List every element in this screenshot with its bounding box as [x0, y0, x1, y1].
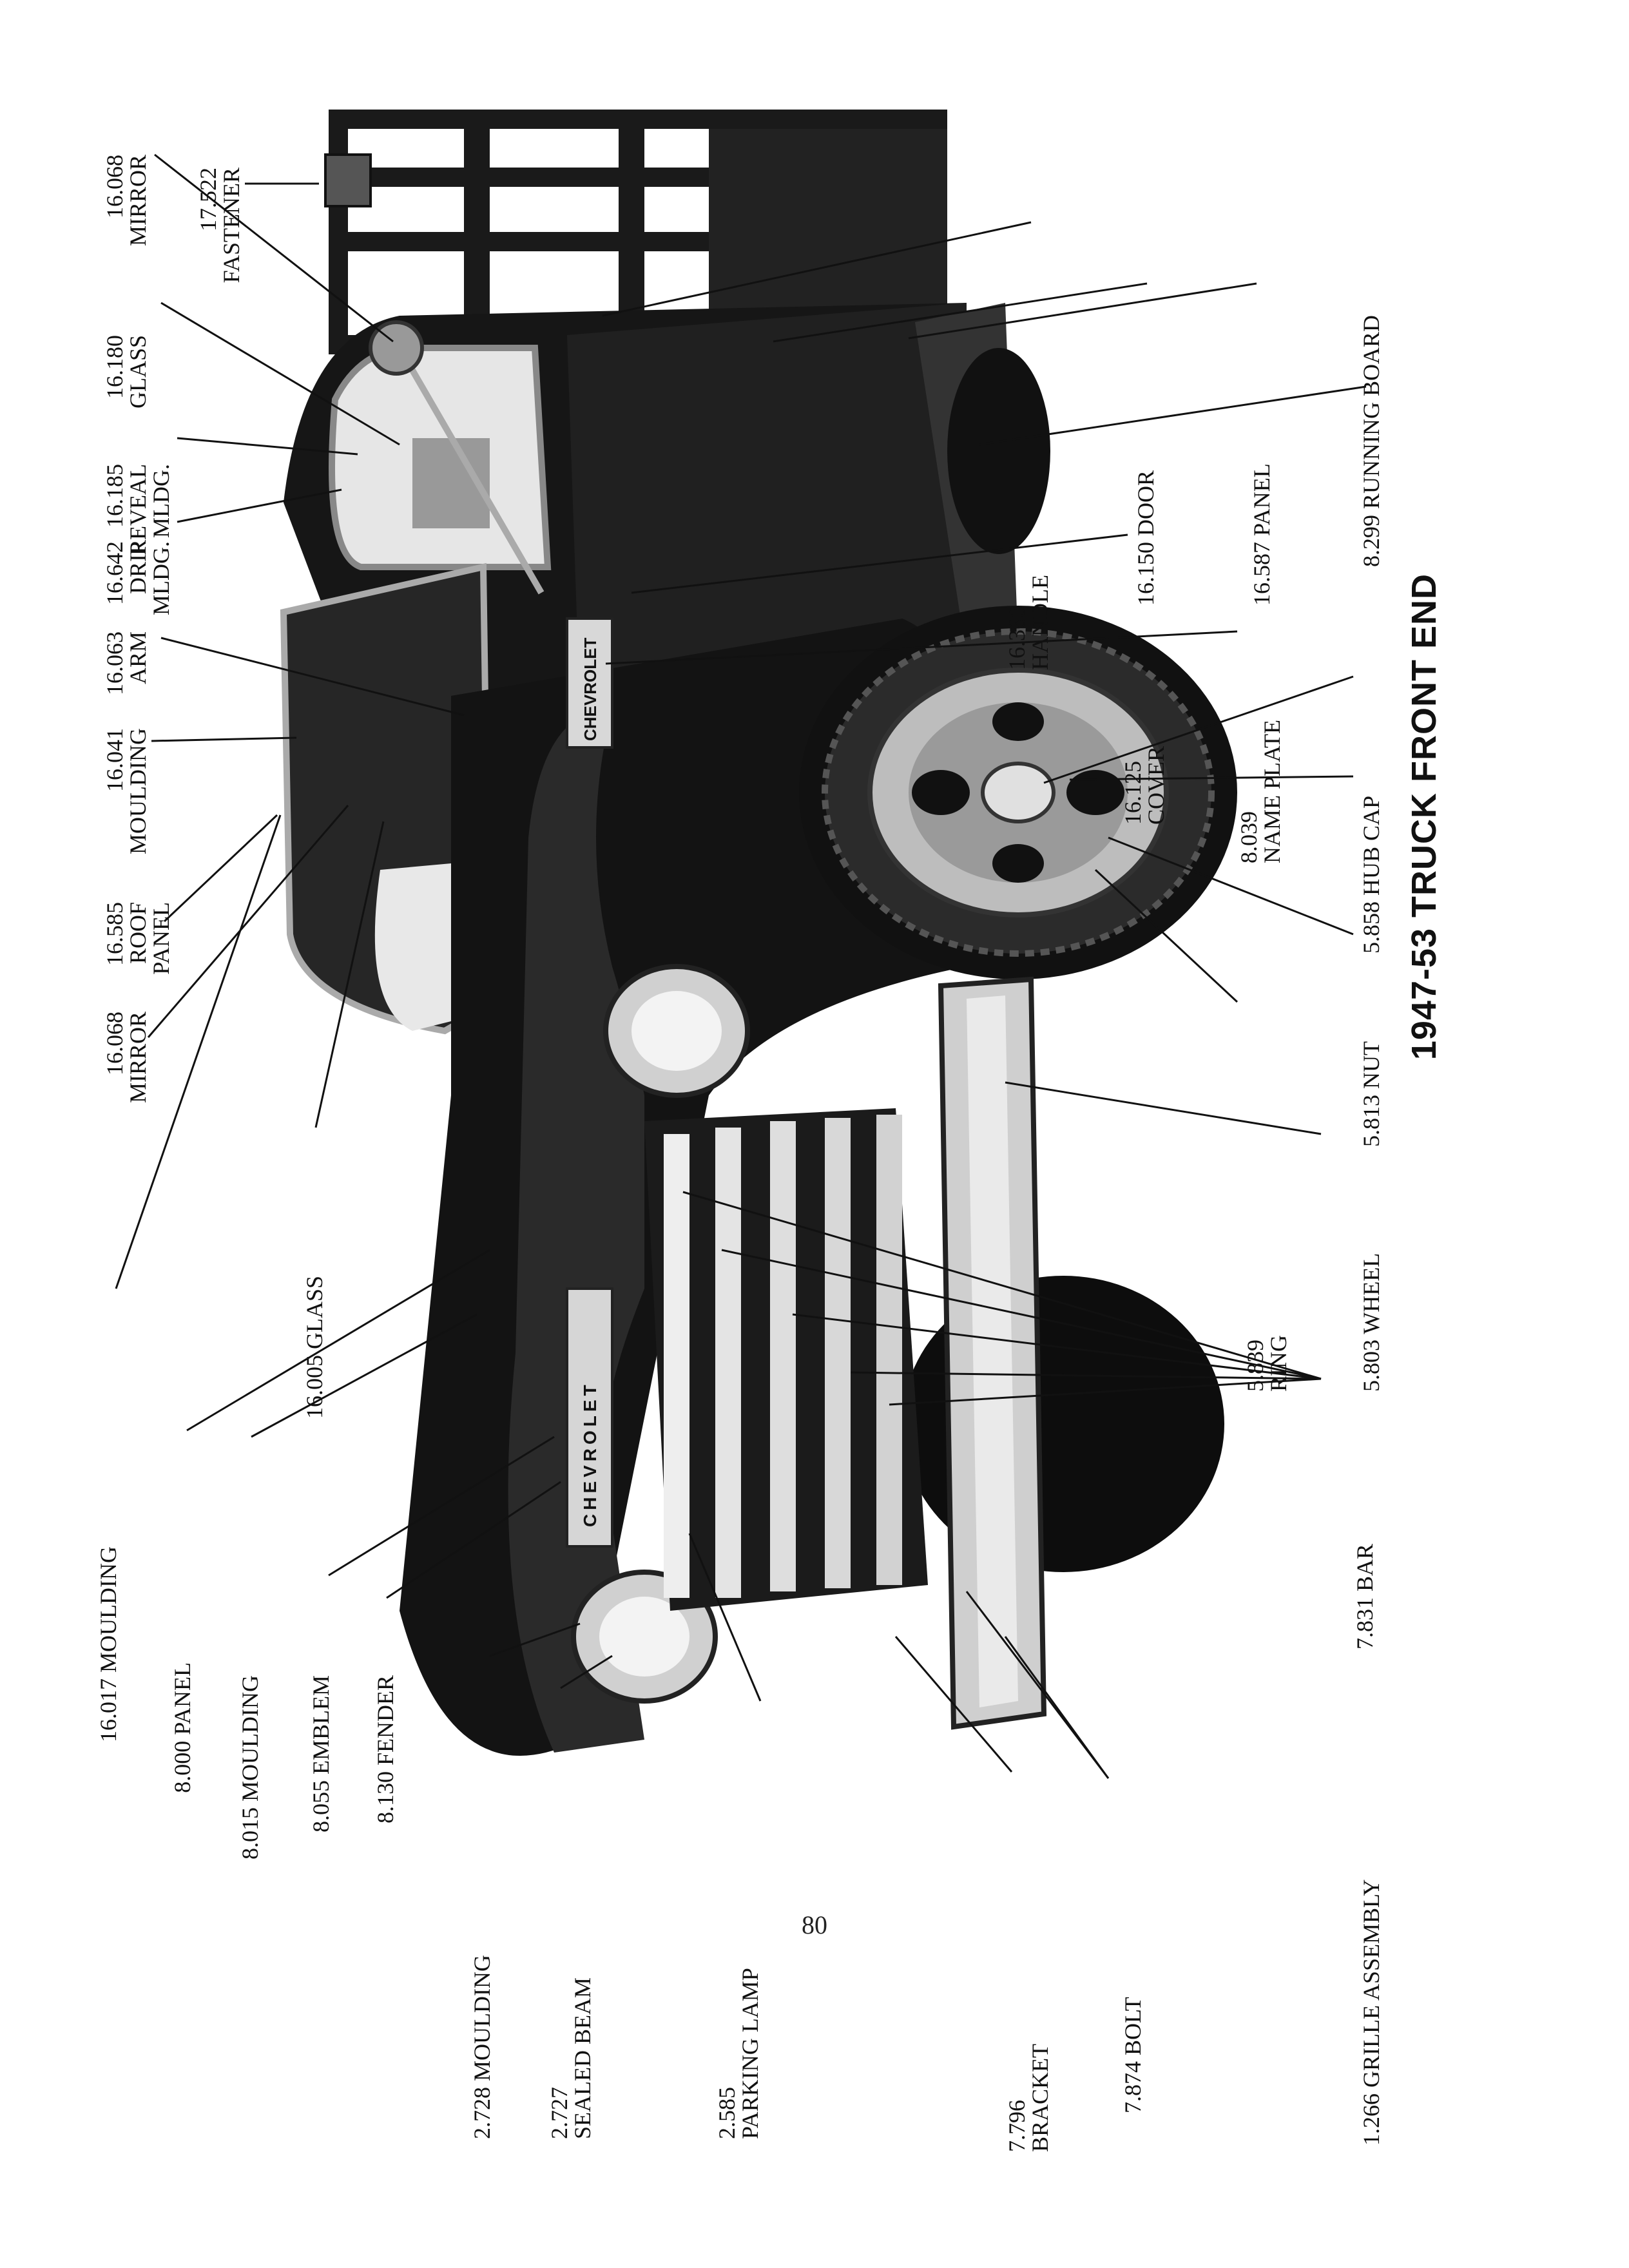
- label-bar: 7.831 BAR: [1352, 1543, 1378, 1649]
- label-glass-left: 16.005 GLASS: [302, 1276, 327, 1419]
- label-name-plate: 8.039 NAME PLATE: [1236, 720, 1285, 863]
- label-bolt: 7.874 BOLT: [1120, 1997, 1146, 2113]
- label-fender: 8.130 FENDER: [372, 1675, 398, 1824]
- side-name-plate-text: CHEVROLET: [581, 638, 600, 741]
- hood-emblem-text: CHEVROLET: [580, 1381, 600, 1527]
- page-number: 80: [802, 1910, 827, 1939]
- label-mirror-left: 16.068 MIRROR: [102, 1012, 151, 1104]
- front-wheel: [799, 606, 1237, 979]
- running-board: [915, 303, 1050, 657]
- label-sealed-beam: 2.727 SEALED BEAM: [546, 1977, 595, 2139]
- hood-emblem: CHEVROLET: [566, 1287, 613, 1548]
- label-moulding-2728: 2.728 MOULDING: [469, 1955, 495, 2139]
- page-title: 1947-53 TRUCK FRONT END: [1405, 573, 1443, 1061]
- label-handle: 16.360 HANDLE: [1004, 575, 1053, 670]
- label-emblem: 8.055 EMBLEM: [308, 1675, 334, 1833]
- label-cover: 16.125 COVER: [1120, 745, 1169, 825]
- label-ring: 5.839 RING: [1242, 1335, 1291, 1392]
- leader-lines: [115, 153, 1367, 1779]
- label-moulding-side: 16.017 MOULDING: [95, 1546, 121, 1742]
- label-fastener: 17.522 FASTENER: [195, 168, 244, 284]
- grille: [644, 1108, 928, 1611]
- label-bracket: 7.796 BRACKET: [1004, 2043, 1053, 2152]
- side-name-plate: CHEVROLET: [566, 617, 613, 749]
- label-running-board: 8.299 RUNNING BOARD: [1358, 314, 1384, 567]
- label-panel-8000: 8.000 PANEL: [169, 1662, 195, 1793]
- label-moulding-8015: 8.015 MOULDING: [237, 1675, 263, 1860]
- bumper-bar: [938, 976, 1047, 1730]
- label-grille-assembly: 1.266 GRILLE ASSEMBLY: [1358, 1879, 1384, 2146]
